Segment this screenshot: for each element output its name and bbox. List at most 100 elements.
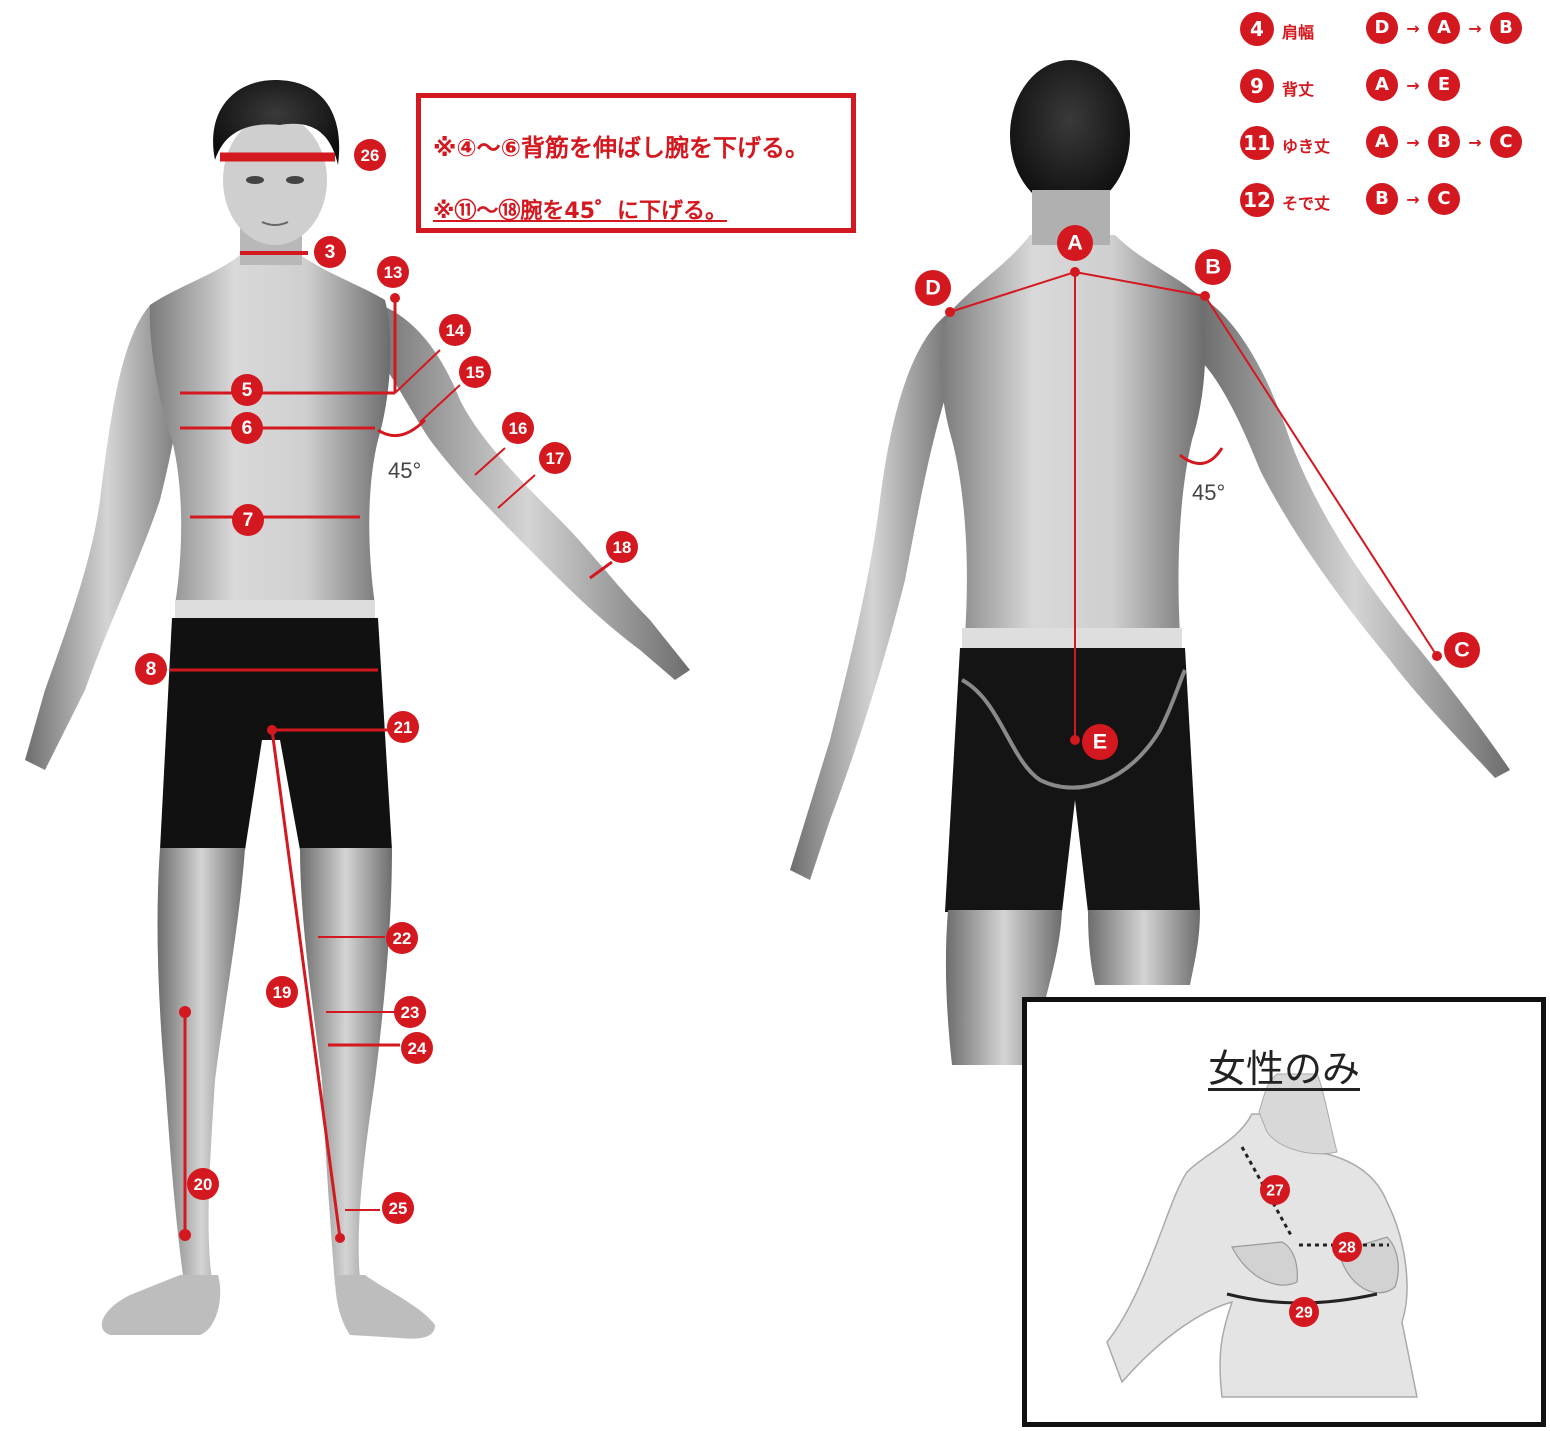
marker-28: 28 bbox=[1332, 1232, 1362, 1262]
marker-26-label: 26 bbox=[361, 146, 380, 165]
legend-point-C: C bbox=[1428, 183, 1460, 215]
marker-28-label: 28 bbox=[1338, 1239, 1356, 1256]
women-only-panel: 27 28 29 女性のみ bbox=[1022, 997, 1546, 1427]
arrow-icon: → bbox=[1398, 190, 1428, 209]
back-right-leg bbox=[1088, 910, 1200, 985]
marker-14: 14 bbox=[439, 314, 471, 346]
marker-18: 18 bbox=[606, 531, 638, 563]
notice-arm-angle: ※⑪〜⑱腕を45゜に下げる。 bbox=[433, 193, 727, 225]
front-shorts bbox=[160, 618, 392, 850]
back-left-arm bbox=[790, 312, 955, 880]
legend-number: 11 bbox=[1240, 126, 1274, 160]
marker-5-label: 5 bbox=[242, 380, 253, 401]
marker-29: 29 bbox=[1289, 1297, 1319, 1327]
legend-measurement-name: 背丈 bbox=[1282, 76, 1314, 100]
legend-point-B: B bbox=[1366, 183, 1398, 215]
back-dot-E bbox=[1070, 735, 1080, 745]
marker-29-label: 29 bbox=[1295, 1304, 1313, 1321]
legend-point-path: A→E bbox=[1366, 69, 1460, 103]
arrow-icon: → bbox=[1398, 76, 1428, 95]
marker-23: 23 bbox=[394, 996, 426, 1028]
marker-19: 19 bbox=[266, 976, 298, 1008]
legend-row-4: 4肩幅D→A→B bbox=[1236, 10, 1546, 50]
legend-measurement-name: そで丈 bbox=[1282, 190, 1330, 214]
marker-26: 26 bbox=[354, 139, 386, 171]
arrow-icon: → bbox=[1398, 133, 1428, 152]
marker-8-label: 8 bbox=[146, 659, 157, 680]
legend-point-B: B bbox=[1490, 12, 1522, 44]
marker-7-label: 7 bbox=[243, 510, 254, 531]
back-head bbox=[1010, 60, 1130, 210]
point-D-label: D bbox=[925, 274, 941, 299]
marker-18-label: 18 bbox=[613, 538, 632, 557]
legend-point-E: E bbox=[1428, 69, 1460, 101]
back-torso bbox=[941, 235, 1206, 635]
legend-measurement-name: ゆき丈 bbox=[1282, 133, 1330, 157]
marker-3: 3 bbox=[314, 236, 346, 268]
marker-3-label: 3 bbox=[325, 242, 336, 263]
marker-17: 17 bbox=[539, 442, 571, 474]
marker-5: 5 bbox=[231, 374, 263, 406]
marker-25: 25 bbox=[382, 1192, 414, 1224]
marker-22: 22 bbox=[386, 922, 418, 954]
dot-19-top bbox=[267, 725, 277, 735]
dot-19-bottom bbox=[335, 1233, 345, 1243]
point-E-label: E bbox=[1093, 728, 1107, 753]
marker-20: 20 bbox=[187, 1168, 219, 1200]
marker-20-label: 20 bbox=[194, 1175, 213, 1194]
front-eye-left bbox=[246, 176, 264, 184]
front-right-leg bbox=[300, 848, 392, 1285]
marker-8: 8 bbox=[135, 653, 167, 685]
marker-17-label: 17 bbox=[546, 449, 565, 468]
legend-point-path: A→B→C bbox=[1366, 126, 1522, 160]
legend-row-11: 11 ゆき丈 A→B→C bbox=[1236, 124, 1546, 164]
legend-number: 9 bbox=[1240, 69, 1274, 103]
point-B: B bbox=[1195, 249, 1231, 285]
marker-25-label: 25 bbox=[389, 1199, 408, 1218]
legend-point-A: A bbox=[1366, 126, 1398, 158]
front-torso bbox=[150, 255, 391, 605]
marker-13-label: 13 bbox=[384, 263, 403, 282]
point-A: A bbox=[1057, 225, 1093, 261]
legend-point-C: C bbox=[1490, 126, 1522, 158]
legend-measurement-name: 肩幅 bbox=[1282, 19, 1314, 43]
legend-point-D: D bbox=[1366, 12, 1398, 44]
arrow-icon: → bbox=[1460, 133, 1490, 152]
dot-13 bbox=[390, 293, 400, 303]
point-C-label: C bbox=[1454, 636, 1470, 661]
marker-7: 7 bbox=[232, 504, 264, 536]
point-C: C bbox=[1444, 632, 1480, 668]
back-dot-C bbox=[1432, 651, 1442, 661]
angle-label-front: 45° bbox=[388, 458, 421, 483]
marker-6-label: 6 bbox=[242, 418, 253, 439]
legend-row-9: 9 背丈 A→E bbox=[1236, 67, 1546, 107]
women-only-title-text: 女性のみ bbox=[1208, 1047, 1360, 1091]
marker-15-label: 15 bbox=[466, 363, 485, 382]
point-D: D bbox=[915, 270, 951, 306]
women-only-title: 女性のみ bbox=[1027, 1038, 1541, 1093]
front-left-leg bbox=[158, 848, 245, 1290]
marker-13: 13 bbox=[377, 256, 409, 288]
point-A-label: A bbox=[1067, 229, 1083, 254]
legend-point-A: A bbox=[1428, 12, 1460, 44]
arrow-icon: → bbox=[1398, 19, 1428, 38]
marker-21-label: 21 bbox=[394, 718, 413, 737]
point-B-label: B bbox=[1205, 253, 1221, 278]
marker-19-label: 19 bbox=[273, 983, 292, 1002]
marker-14-label: 14 bbox=[446, 321, 465, 340]
marker-15: 15 bbox=[459, 356, 491, 388]
marker-16-label: 16 bbox=[509, 419, 528, 438]
legend-number: 12 bbox=[1240, 183, 1274, 217]
marker-24-label: 24 bbox=[408, 1039, 427, 1058]
back-dot-B bbox=[1200, 291, 1210, 301]
front-figure bbox=[25, 80, 690, 1339]
marker-16: 16 bbox=[502, 412, 534, 444]
marker-23-label: 23 bbox=[401, 1003, 420, 1022]
notice-posture: ※④〜⑥背筋を伸ばし腕を下げる。 bbox=[433, 128, 809, 163]
back-dot-D bbox=[945, 307, 955, 317]
arrow-icon: → bbox=[1460, 19, 1490, 38]
point-E: E bbox=[1082, 724, 1118, 760]
marker-24: 24 bbox=[401, 1032, 433, 1064]
marker-27: 27 bbox=[1260, 1175, 1290, 1205]
